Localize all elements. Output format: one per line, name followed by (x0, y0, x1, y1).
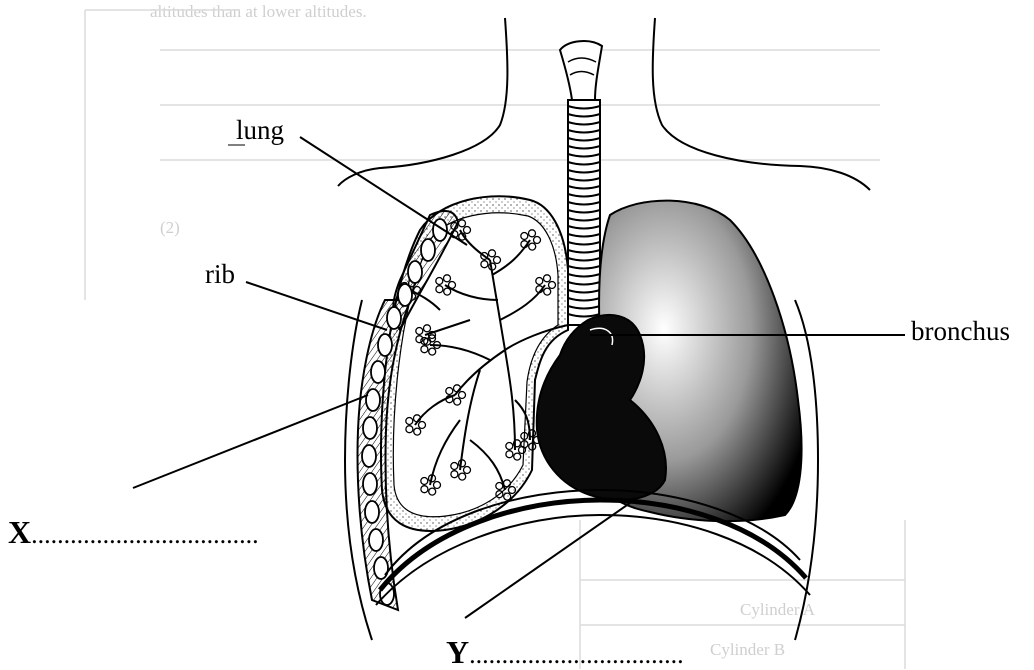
rib-cross-section (421, 239, 435, 261)
x-dots: ................................... (31, 520, 259, 549)
rib-cross-section (365, 501, 379, 523)
answer-blank-y[interactable]: Y................................. (446, 636, 684, 668)
lung-leader-line (300, 137, 467, 245)
rib-cross-section (387, 307, 401, 329)
x-leader-line (133, 395, 368, 488)
lung-left (381, 196, 568, 531)
rib-cross-section (371, 361, 385, 383)
rib-cross-section (374, 557, 388, 579)
rib-leader-line (246, 282, 387, 330)
lung-label: lung (236, 117, 284, 144)
rib-cross-section (369, 529, 383, 551)
answer-blank-x[interactable]: X................................... (8, 516, 259, 548)
bronchus-label: bronchus (911, 318, 1010, 345)
rib-cross-section (398, 284, 412, 306)
rib-cross-section (378, 334, 392, 356)
rib-cross-section (363, 473, 377, 495)
rib-cross-section (408, 261, 422, 283)
rib-cross-section (362, 445, 376, 467)
y-dots: ................................. (469, 640, 684, 669)
x-letter: X (8, 514, 31, 550)
y-letter: Y (446, 634, 469, 670)
rib-cross-section (363, 417, 377, 439)
rib-cross-section (366, 389, 380, 411)
rib-label: rib (205, 261, 235, 288)
